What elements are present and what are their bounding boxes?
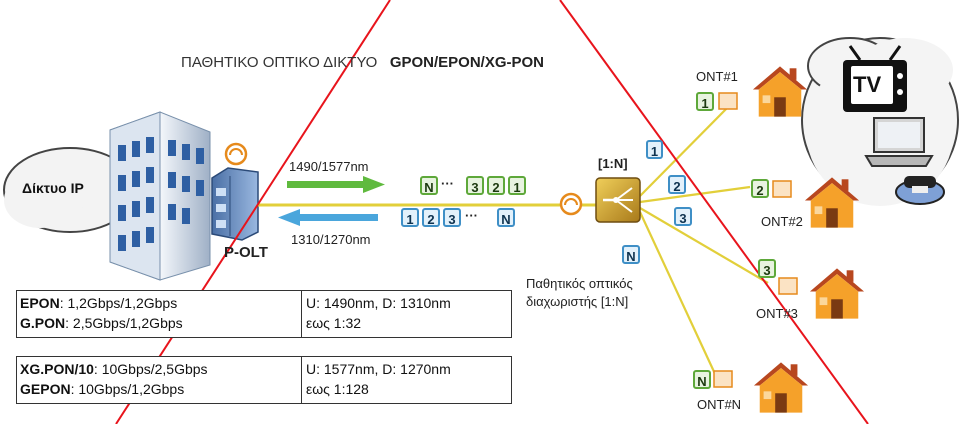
splitter-caption-line2: διαχωριστής [1:N]: [526, 294, 629, 309]
title-standards: GPON/EPON/XG-PON: [389, 54, 545, 71]
olt-device: [211, 142, 259, 241]
downstream-frame-dots: ···: [441, 176, 454, 191]
ont-label: ONT#N: [697, 397, 742, 412]
upstream-wavelength: 1310/1270nm: [291, 232, 371, 247]
connector-icon: [559, 192, 583, 216]
branch-label: N: [622, 245, 640, 264]
house-1-icon: [752, 66, 808, 117]
spec-value: : 2,5Gbps/1,2Gbps: [65, 315, 183, 331]
downstream-frame: 2: [487, 176, 505, 195]
downstream-frame: 3: [466, 176, 484, 195]
upstream-frame: 3: [443, 208, 461, 227]
downstream-frame: N: [420, 176, 438, 195]
tv-label: TV: [853, 72, 882, 97]
upstream-arrow: [278, 209, 378, 226]
upstream-frame: 2: [422, 208, 440, 227]
splitter-caption-line1: Παθητικός οπτικός: [526, 276, 633, 291]
ont-frame: 3: [758, 259, 776, 278]
upstream-frame-dots: ···: [465, 208, 478, 223]
diagram-title: ΠΑΘΗΤΙΚΟ ΟΠΤΙΚΟ ΔΙΚΤΥΟ GPON/EPON/XG-PON: [181, 54, 544, 71]
house-n-icon: [753, 362, 809, 413]
spec-name: GEPON: [20, 381, 71, 397]
spec-row: G.PON: 2,5Gbps/1,2Gbps: [20, 315, 183, 331]
spec-split-ratio: εως 1:128: [306, 381, 369, 397]
spec-value: : 10Gbps/1,2Gbps: [70, 381, 185, 397]
spec-row: XG.PON/10: 10Gbps/2,5Gbps: [20, 361, 208, 377]
spec-value: : 10Gbps/2,5Gbps: [93, 361, 208, 377]
spec-row: GEPON: 10Gbps/1,2Gbps: [20, 381, 184, 397]
ont-label: ONT#1: [696, 69, 738, 84]
upstream-frame: N: [497, 208, 515, 227]
ont-devices: [713, 92, 798, 388]
ont-label: ONT#3: [756, 306, 798, 321]
spec-name: XG.PON/10: [20, 361, 94, 377]
branch-label: 3: [674, 207, 692, 226]
upstream-frame: 1: [401, 208, 419, 227]
branch-label: 2: [668, 175, 686, 194]
house-3-icon: [809, 268, 865, 319]
splitter-ratio: [1:N]: [598, 156, 628, 171]
downstream-arrow: [287, 176, 385, 193]
tv-icon: [843, 45, 907, 112]
spec-value: : 1,2Gbps/1,2Gbps: [59, 295, 178, 311]
title-main: ΠΑΘΗΤΙΚΟ ΟΠΤΙΚΟ ΔΙΚΤΥΟ: [181, 54, 378, 71]
strike-lines: [115, 0, 869, 424]
spec-table-2: XG.PON/10: 10Gbps/2,5Gbps GEPON: 10Gbps/…: [16, 356, 512, 404]
ip-network-label: Δίκτυο IP: [22, 180, 84, 196]
spec-row: EPON: 1,2Gbps/1,2Gbps: [20, 295, 177, 311]
ont-frame: 2: [751, 179, 769, 198]
spec-split-ratio: εως 1:32: [306, 315, 362, 331]
spec-table-1: EPON: 1,2Gbps/1,2Gbps G.PON: 2,5Gbps/1,2…: [16, 290, 512, 338]
downstream-frame: 1: [508, 176, 526, 195]
building-icon: [109, 111, 211, 281]
spec-name: EPON: [20, 295, 60, 311]
spec-name: G.PON: [20, 315, 66, 331]
ont-frame: 1: [696, 92, 714, 111]
ont-frame: N: [693, 370, 711, 389]
ont-label: ONT#2: [761, 214, 803, 229]
olt-label: P-OLT: [224, 244, 268, 261]
spec-wavelengths: U: 1577nm, D: 1270nm: [306, 361, 451, 377]
branch-fibers: [639, 99, 769, 377]
laptop-icon: [864, 117, 934, 167]
branch-label: 1: [646, 140, 663, 159]
downstream-wavelength: 1490/1577nm: [289, 159, 369, 174]
splitter-device: [595, 177, 641, 223]
spec-wavelengths: U: 1490nm, D: 1310nm: [306, 295, 451, 311]
phone-icon: [895, 176, 945, 205]
